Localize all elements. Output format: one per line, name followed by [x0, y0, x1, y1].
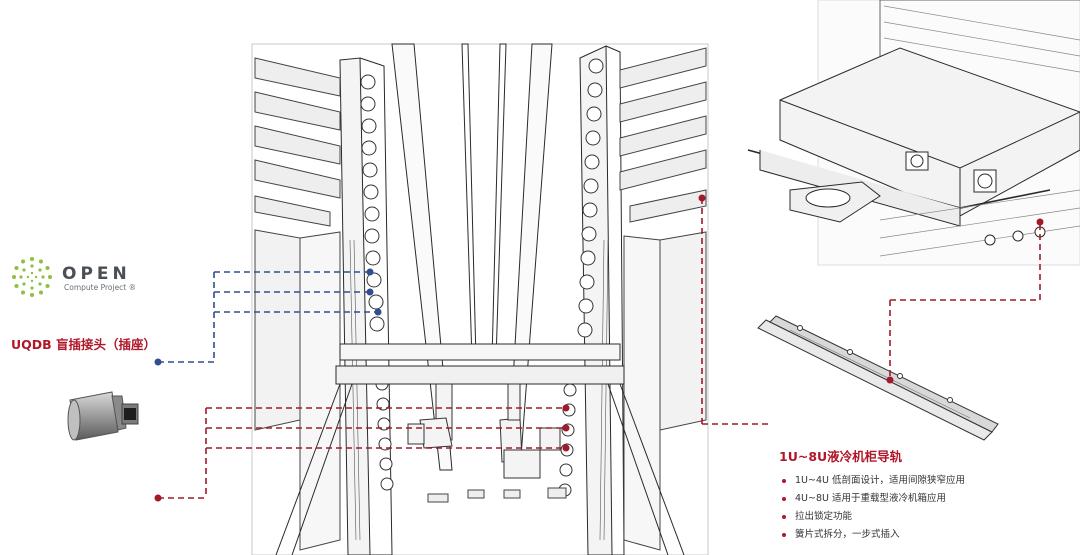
logo-wordmark: OPEN	[62, 264, 131, 284]
bullet-icon	[782, 532, 786, 537]
logo-subtitle: Compute Project ®	[64, 283, 137, 292]
bullet-icon	[782, 496, 786, 501]
uqdb-callout-dots	[154, 268, 382, 366]
server-chassis-illustration	[747, 0, 1080, 266]
uqdb-label: UQDB 盲插接头（插座）	[11, 337, 157, 352]
manifold-red-callout-lines	[158, 407, 566, 499]
rail-feature-item: 1U~4U 低剖面设计，适用间隙狭窄应用	[782, 472, 965, 486]
bullet-icon	[782, 478, 786, 483]
manifold-callout-dots	[154, 404, 570, 502]
rail-feature-item: 4U~8U 适用于重载型液冷机箱应用	[782, 490, 946, 504]
slide-rail-illustration	[757, 315, 999, 441]
ocp-logo: OPEN Compute Project ®	[10, 255, 140, 301]
uqdb-blue-callout-lines	[158, 271, 376, 363]
rail-feature-text: 簧片式拆分，一步式插入	[795, 529, 900, 540]
rack-illustration	[251, 43, 709, 555]
rail-feature-text: 1U~4U 低剖面设计，适用间隙狭窄应用	[795, 475, 965, 486]
rail-feature-text: 拉出锁定功能	[795, 511, 853, 522]
uqdb-connector-image	[67, 391, 139, 441]
rail-callout-dots	[698, 194, 1044, 384]
rail-red-callout-lines	[701, 198, 1041, 425]
rail-feature-item: 拉出锁定功能	[782, 508, 852, 522]
rail-feature-item: 簧片式拆分，一步式插入	[782, 526, 900, 540]
ocp-dotted-circle-icon	[12, 257, 52, 297]
rail-feature-text: 4U~8U 适用于重载型液冷机箱应用	[795, 493, 946, 504]
rail-label: 1U~8U液冷机柜导轨	[779, 449, 903, 464]
bullet-icon	[782, 514, 786, 519]
